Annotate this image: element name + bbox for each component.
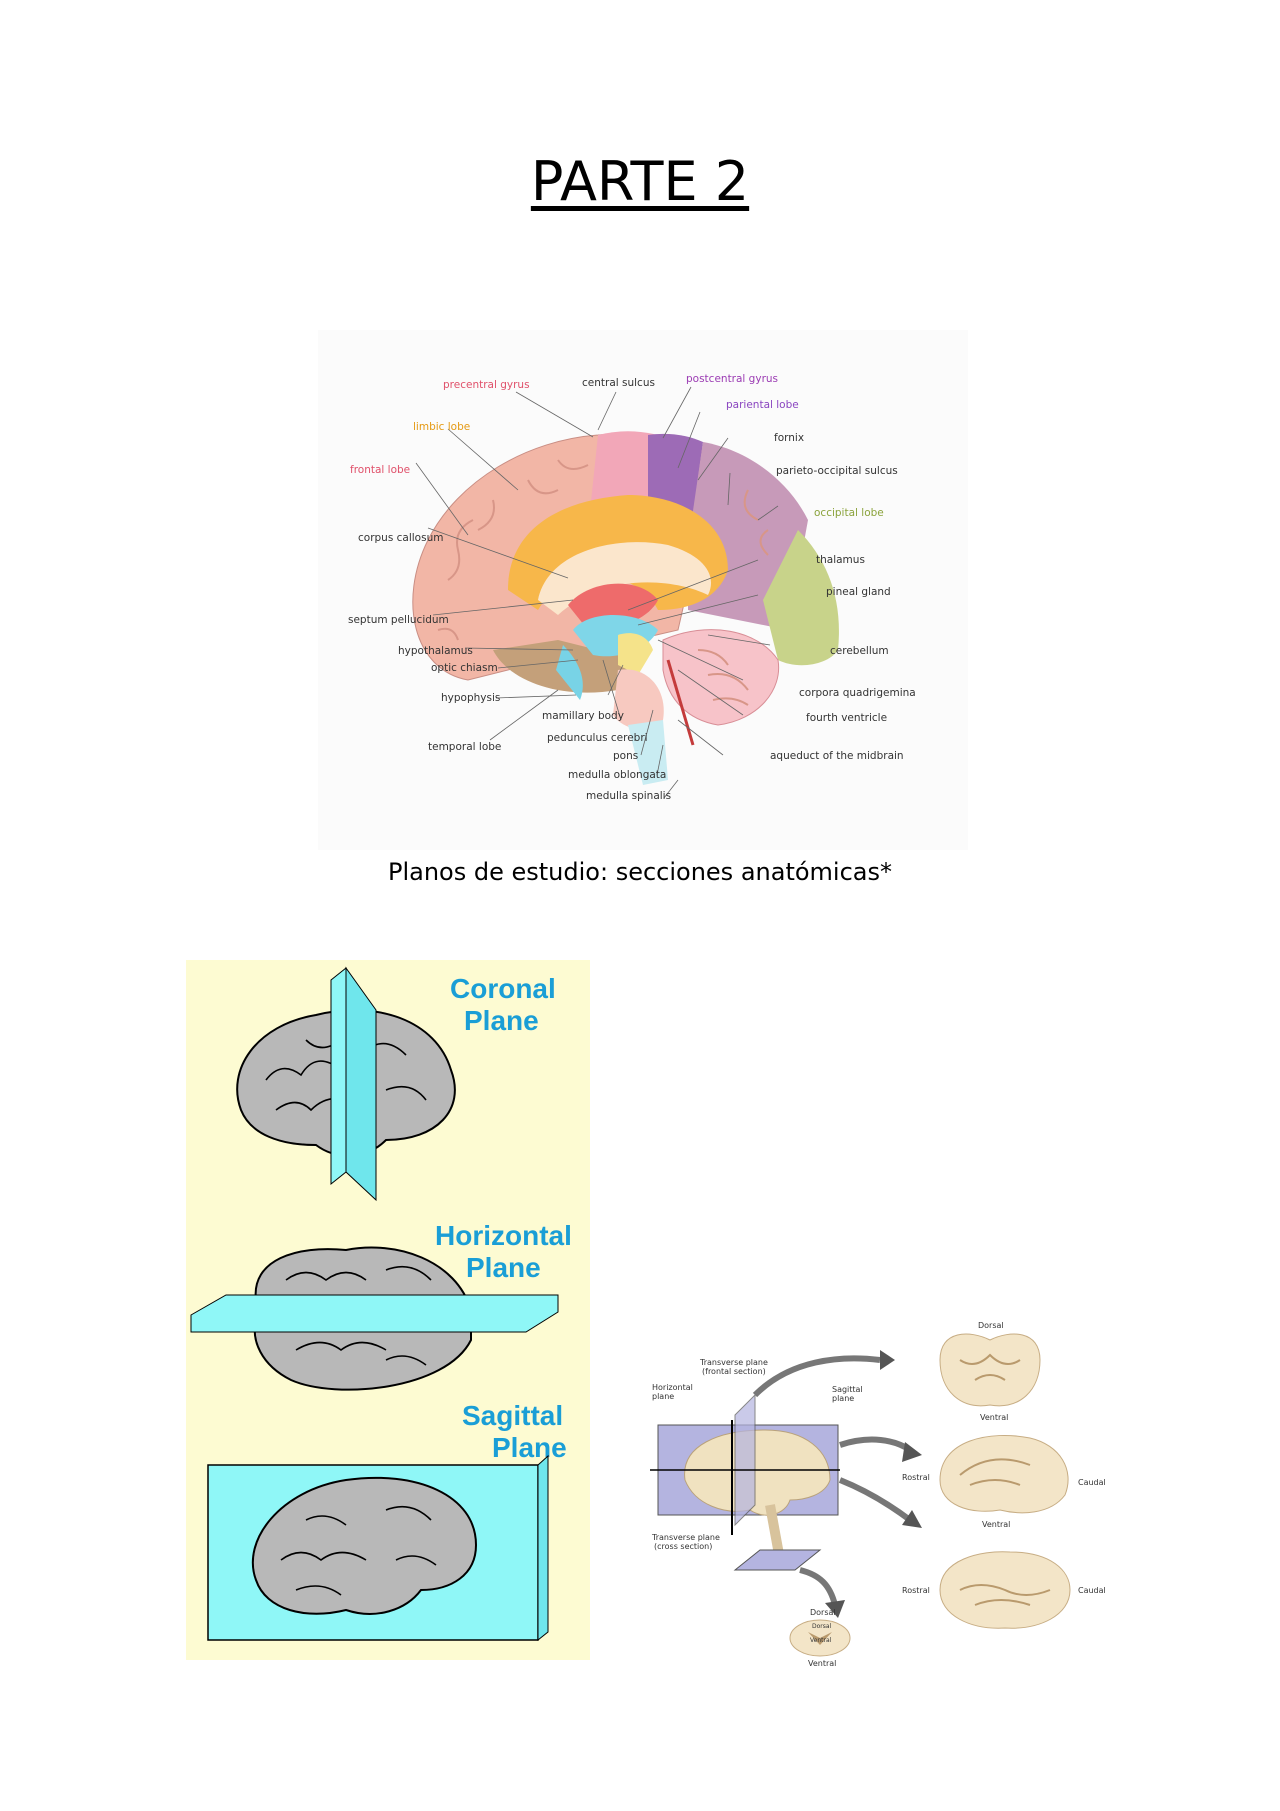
sections-figure: Transverse plane (frontal section) Horiz… [640,1320,1120,1670]
label-corpora-quadrigemina: corpora quadrigemina [799,687,916,699]
label-postcentral-gyrus: postcentral gyrus [686,373,778,385]
label-hypothalamus: hypothalamus [398,645,473,657]
sagittal-section-image [939,1435,1069,1514]
label-horizontal-plane-1: Horizontal [652,1383,693,1392]
label-fourth-ventricle: fourth ventricle [806,712,887,724]
pons-region [613,669,664,730]
label-rostral-low: Rostral [902,1586,930,1595]
planes-figure: Coronal Plane Horizontal Plane Sagittal … [186,960,590,1660]
label-temporal-lobe: temporal lobe [428,741,501,753]
label-aqueduct: aqueduct of the midbrain [770,750,904,762]
label-central-sulcus: central sulcus [582,377,655,389]
label-pineal-gland: pineal gland [826,586,891,598]
label-transverse-cross-2: (cross section) [654,1542,712,1551]
label-transverse-cross-1: Transverse plane [651,1533,720,1542]
label-septum-pellucidum: septum pellucidum [348,614,449,626]
label-limbic-lobe: limbic lobe [413,421,470,433]
label-caudal-mid: Caudal [1078,1478,1106,1487]
label-horizontal-plane-2: plane [652,1392,674,1401]
leader-lines [415,386,779,799]
coronal-section-image [939,1333,1041,1407]
spinal-cross-section [789,1619,851,1657]
label-pons: pons [613,750,638,762]
label-parieto-occipital-sulcus: parieto-occipital sulcus [776,465,898,477]
occipital-region [763,530,839,666]
label-cerebellum: cerebellum [830,645,889,657]
sagittal-plane-title-2: Plane [492,1432,567,1463]
label-ventral-mid: Ventral [982,1520,1010,1529]
label-dorsal-top: Dorsal [978,1321,1004,1330]
label-thalamus: thalamus [816,554,865,566]
coronal-plane-sheet [330,966,347,1186]
label-transverse-frontal-1: Transverse plane [699,1358,768,1367]
brain-regions [412,431,839,785]
brain-anatomy-diagram: precentral gyrus central sulcus postcent… [318,330,968,850]
coronal-plane-title-1: Coronal [450,973,556,1004]
horizontal-plane-sheet [190,1294,559,1333]
label-pedunculus-cerebri: pedunculus cerebri [547,732,648,744]
label-pariental-lobe: pariental lobe [726,399,799,411]
label-rostral-mid: Rostral [902,1473,930,1482]
label-optic-chiasm: optic chiasm [431,662,498,674]
cerebellum-region [662,629,780,726]
coronal-plane-title-2: Plane [464,1005,539,1036]
page-title: PARTE 2 [530,150,750,213]
arrow-heads [825,1350,922,1618]
label-hypophysis: hypophysis [441,692,500,704]
midbrain-region [618,633,653,675]
label-dorsal-spinal: Dorsal [810,1608,836,1617]
label-caudal-low: Caudal [1078,1586,1106,1595]
label-frontal-lobe: frontal lobe [350,464,410,476]
label-ventral-spinal-inner: Ventral [810,1637,832,1644]
label-medulla-oblongata: medulla oblongata [568,769,666,781]
label-fornix: fornix [774,432,804,444]
sagittal-brain [251,1476,478,1615]
horizontal-plane-title-2: Plane [466,1252,541,1283]
label-sagittal-plane-1: Sagittal [832,1385,863,1394]
sagittal-plane-title-1: Sagittal [462,1400,563,1431]
label-occipital-lobe: occipital lobe [814,507,884,519]
label-dorsal-spinal-inner: Dorsal [812,1623,832,1630]
label-precentral-gyrus: precentral gyrus [443,379,530,391]
label-corpus-callosum: corpus callosum [358,532,443,544]
label-transverse-frontal-2: (frontal section) [702,1367,766,1376]
label-sagittal-plane-2: plane [832,1394,854,1403]
figure-caption: Planos de estudio: secciones anatómicas* [388,858,892,886]
label-ventral-top: Ventral [980,1413,1008,1422]
label-medulla-spinalis: medulla spinalis [586,790,671,802]
label-ventral-spinal: Ventral [808,1659,836,1668]
label-mamillary-body: mamillary body [542,710,624,722]
horizontal-plane-title-1: Horizontal [435,1220,572,1251]
horizontal-section-image [939,1551,1071,1629]
hypothalamus-region [556,645,583,700]
section-arrows [752,1355,912,1606]
cross-section-plane [733,1549,822,1571]
